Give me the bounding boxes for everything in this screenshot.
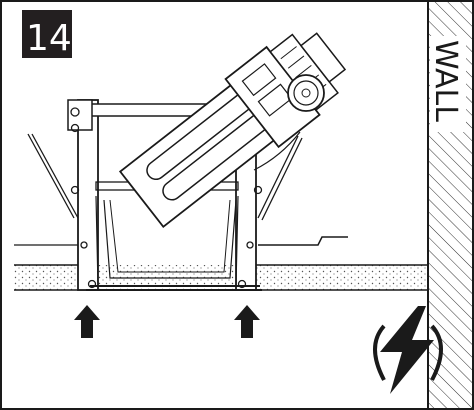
wall-label: WALL [428,40,463,122]
up-arrow-icon [234,305,260,338]
step-badge: 14 [22,10,72,59]
electrical-hazard-icon [373,306,443,394]
lamp-cord [253,131,301,171]
wall: WALL [427,2,472,408]
step-number: 14 [26,18,72,59]
power-cable [258,236,348,246]
up-arrow-icon [74,305,100,338]
lamp-module [118,32,347,228]
motor-head [287,74,325,112]
